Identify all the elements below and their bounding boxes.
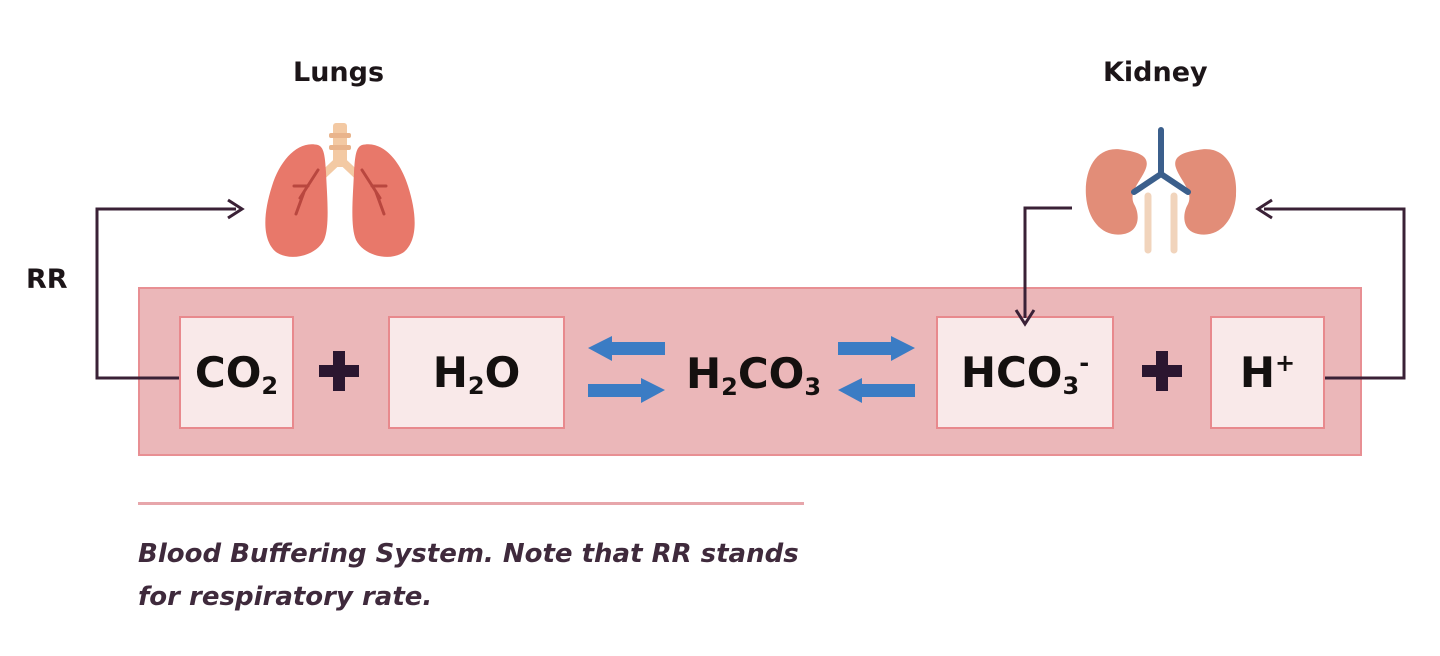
lungs-icon [265,123,415,257]
h-ion-box: H+ [1210,316,1325,429]
plus-sign-left [319,351,359,391]
kidney-icon [1085,127,1237,254]
caption-line-2: for respiratory rate. [138,582,433,612]
h2o-box: H2O [388,316,565,429]
h2o-formula: H2O [432,348,521,400]
caption-divider [138,502,804,505]
lungs-label: Lungs [293,57,385,88]
caption-line-1: Blood Buffering System. Note that RR sta… [138,539,799,569]
respiratory-rate-label: RR [26,264,68,295]
kidney-label: Kidney [1103,57,1208,88]
hco3-box: HCO3- [936,316,1114,429]
plus-sign-right [1142,351,1182,391]
h-ion-formula: H+ [1239,348,1296,397]
figure-caption: Blood Buffering System. Note that RR sta… [138,533,818,619]
co2-formula: CO2 [194,348,279,400]
hco3-formula: HCO3- [960,348,1090,400]
co2-box: CO2 [179,316,294,429]
h2co3-formula: H2CO3 [686,349,822,401]
